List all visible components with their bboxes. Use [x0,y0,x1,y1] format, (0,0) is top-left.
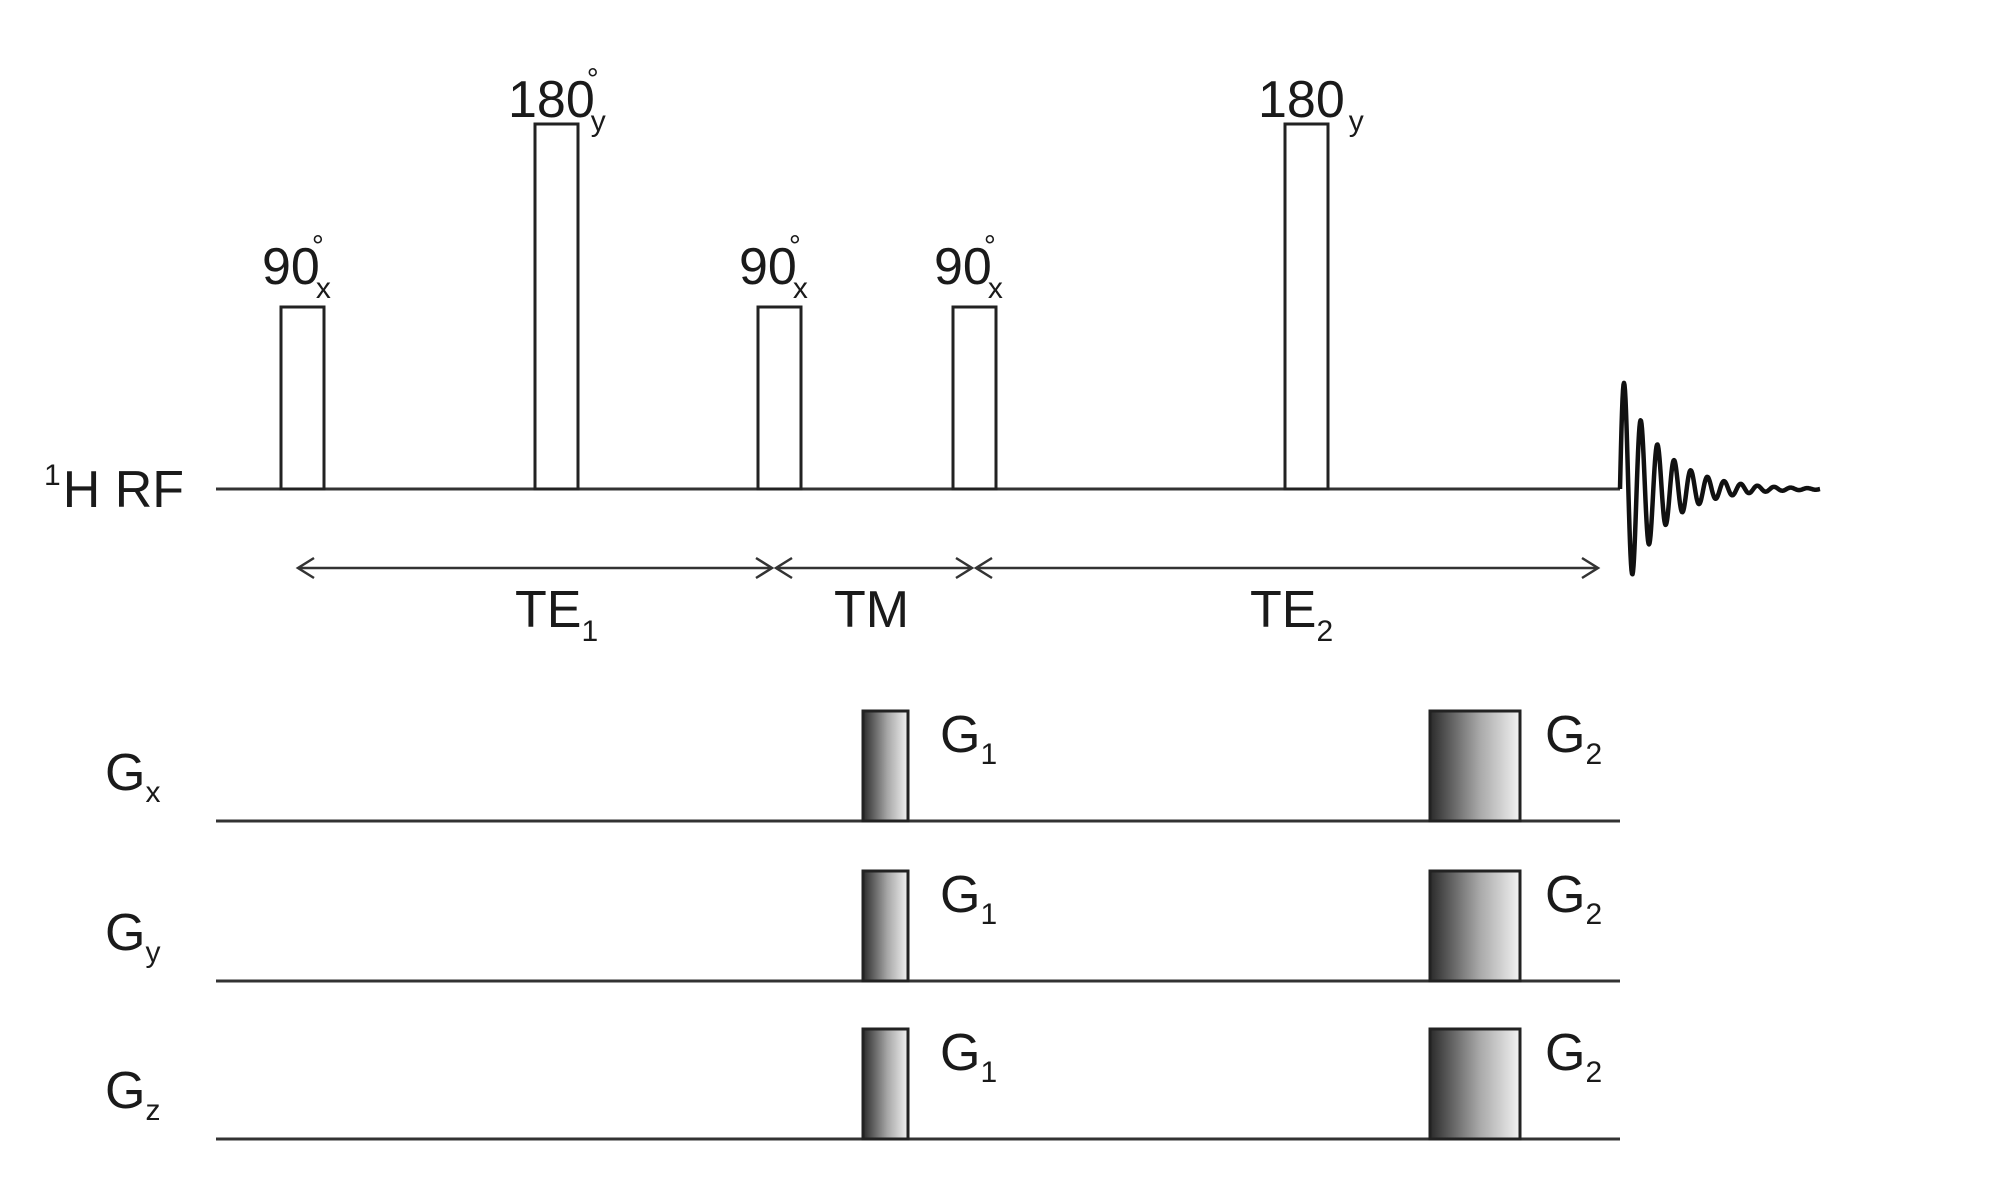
gx-channel-label: Gx [105,744,160,809]
gz-g1-pulse [861,1027,910,1141]
rf-pulse-90x-1 [279,305,326,491]
rf-pulse-90x-2 [756,305,803,491]
gy-g1-pulse [861,869,910,983]
pulse-label-90x-1: 90°x [262,230,331,305]
rf-label-superscript: 1 [44,459,61,492]
interval-arrows [295,556,1601,580]
gx-g2-label: G2 [1545,706,1602,771]
interval-label-tm: TM [834,581,909,639]
gy-g2-label: G2 [1545,866,1602,931]
pulse-label-90x-2: 90°x [739,230,808,305]
rf-label-main: H RF [63,461,184,519]
gz-g1-label: G1 [940,1024,997,1089]
rf-channel-label: 1H RF [44,459,184,519]
gy-g1-label: G1 [940,866,997,931]
fid-signal [1617,380,1822,577]
gz-channel-label: Gz [105,1062,160,1127]
pulse-label-90x-3: 90°x [934,230,1003,305]
gx-g1-pulse [861,709,910,823]
gy-g2-pulse [1428,869,1522,983]
rf-pulse-180y-1 [533,122,580,491]
pulse-label-180y-1: 180°y [508,63,606,138]
interval-label-te1: TE1 [515,581,598,648]
gx-g1-label: G1 [940,706,997,771]
gx-g2-pulse [1428,709,1522,823]
gy-channel-label: Gy [105,904,160,969]
rf-pulse-90x-3 [951,305,998,491]
interval-label-te2: TE2 [1250,581,1333,648]
gz-g2-label: G2 [1545,1024,1602,1089]
rf-pulse-180y-2 [1283,122,1330,491]
gz-g2-pulse [1428,1027,1522,1141]
